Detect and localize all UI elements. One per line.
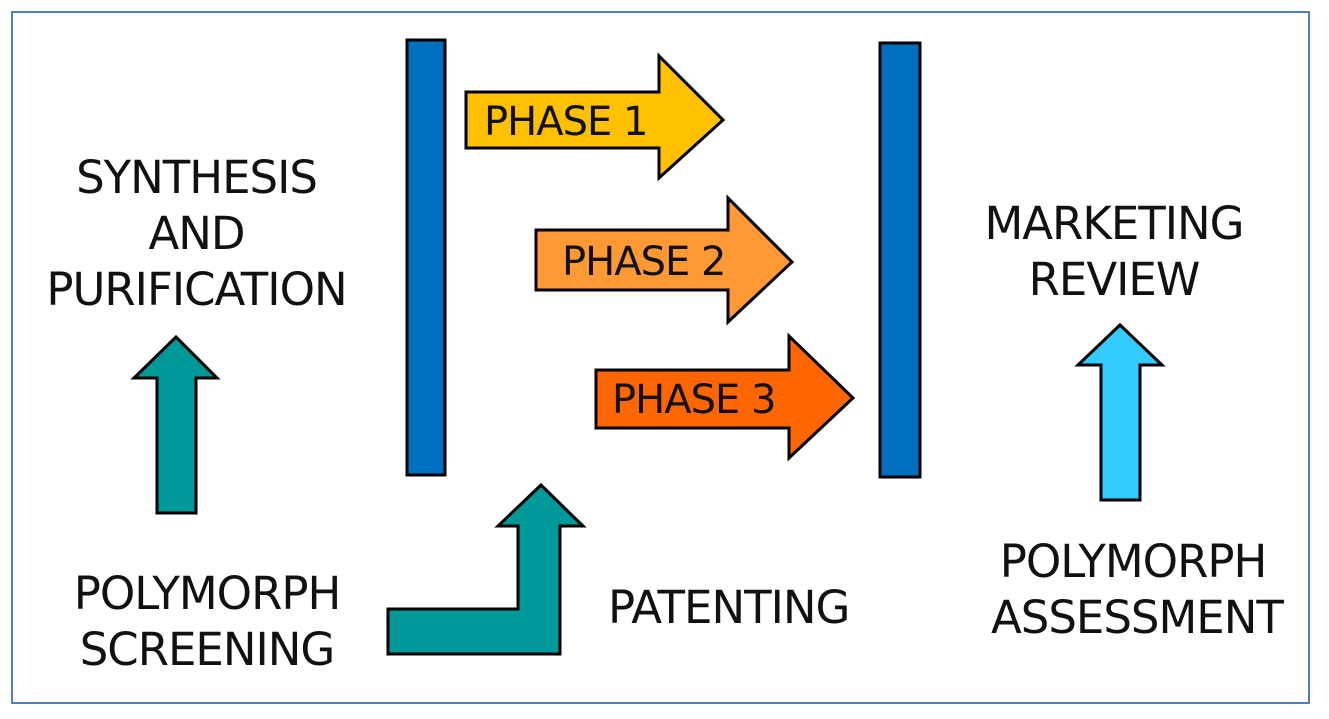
phase-3-arrow [594, 332, 856, 462]
polymorph-screening-line-2: SCREENING [79, 623, 336, 676]
phase-3-label: PHASE 3 [612, 377, 776, 423]
phase-2-arrow [534, 194, 795, 326]
phase-1-arrow [464, 52, 726, 182]
phase-1-label: PHASE 1 [484, 99, 648, 145]
assessment-to-review-arrow [1074, 322, 1166, 502]
polymorph-assessment-line-1: POLYMORPH [999, 535, 1268, 588]
phase-2-label: PHASE 2 [562, 239, 726, 285]
screening-to-synthesis-arrow [130, 334, 221, 515]
synthesis-line-2: AND [148, 207, 245, 260]
marketing-review-line-2: REVIEW [1028, 253, 1201, 306]
polymorph-assessment-line-2: ASSESSMENT [991, 591, 1284, 644]
synthesis-line-1: SYNTHESIS [76, 151, 318, 204]
polymorph-assessment-label: POLYMORPH ASSESSMENT [991, 534, 1284, 646]
marketing-review-label: MARKETING REVIEW [983, 196, 1245, 308]
synthesis-label: SYNTHESIS AND PURIFICATION [44, 150, 349, 318]
patenting-label: PATENTING [608, 581, 850, 634]
right-gate-bar [878, 41, 922, 479]
patenting-bent-arrow [386, 482, 587, 656]
polymorph-screening-line-1: POLYMORPH [73, 567, 342, 620]
marketing-review-line-1: MARKETING [984, 197, 1244, 250]
polymorph-screening-label: POLYMORPH SCREENING [72, 566, 342, 678]
left-gate-bar [405, 38, 447, 477]
synthesis-line-3: PURIFICATION [46, 263, 347, 316]
